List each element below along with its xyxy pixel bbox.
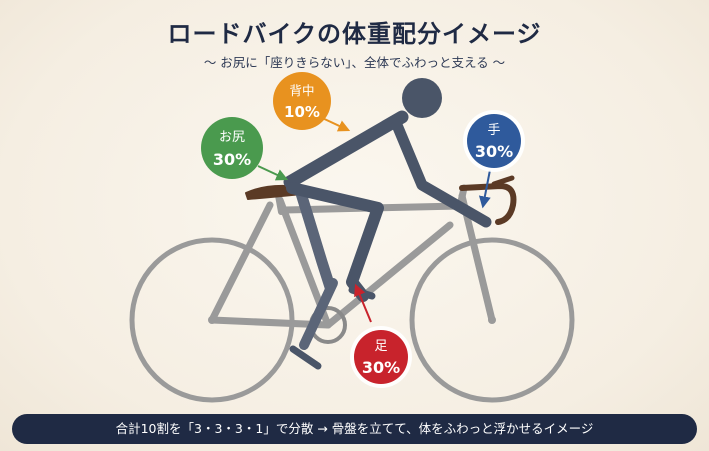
label-foot: 足 30% xyxy=(350,326,412,388)
rider-arm xyxy=(391,119,492,228)
weight-arrows xyxy=(257,115,491,323)
rider-head xyxy=(402,78,442,118)
front-wheel xyxy=(409,237,575,403)
label-foot-part: 足 xyxy=(374,339,387,354)
butt-arrow xyxy=(257,165,289,181)
rider-lower-leg xyxy=(299,278,338,350)
summary-text: 合計10割を「3・3・3・1」で分散 → 骨盤を立てて、体をふわっと浮かせるイメ… xyxy=(115,421,594,436)
handlebar-hood xyxy=(491,175,515,187)
page-subtitle: 〜 お尻に「座りきらない」、全体でふわっと支える 〜 xyxy=(203,55,506,70)
foot-arrow xyxy=(354,283,372,323)
label-butt-value: 30% xyxy=(213,150,251,169)
label-back-value: 10% xyxy=(284,103,320,121)
page-title: ロードバイクの体重配分イメージ xyxy=(167,20,542,48)
rider-foot-rear xyxy=(289,345,322,370)
handlebar xyxy=(459,183,517,225)
label-butt: お尻 30% xyxy=(201,117,263,179)
label-back-part: 背中 xyxy=(289,83,314,98)
label-foot-value: 30% xyxy=(362,358,400,377)
rider-rear-leg xyxy=(294,184,336,293)
label-hand-value: 30% xyxy=(475,142,513,161)
label-back: 背中 10% xyxy=(273,72,331,130)
rider-torso xyxy=(283,110,409,189)
summary-banner: 合計10割を「3・3・3・1」で分散 → 骨盤を立てて、体をふわっと浮かせるイメ… xyxy=(12,414,697,444)
label-hand: 手 30% xyxy=(463,110,525,172)
bike-frame xyxy=(208,184,496,329)
hand-arrow xyxy=(478,169,491,209)
label-butt-part: お尻 xyxy=(219,130,245,145)
rider xyxy=(283,78,492,370)
label-hand-part: 手 xyxy=(487,123,500,138)
